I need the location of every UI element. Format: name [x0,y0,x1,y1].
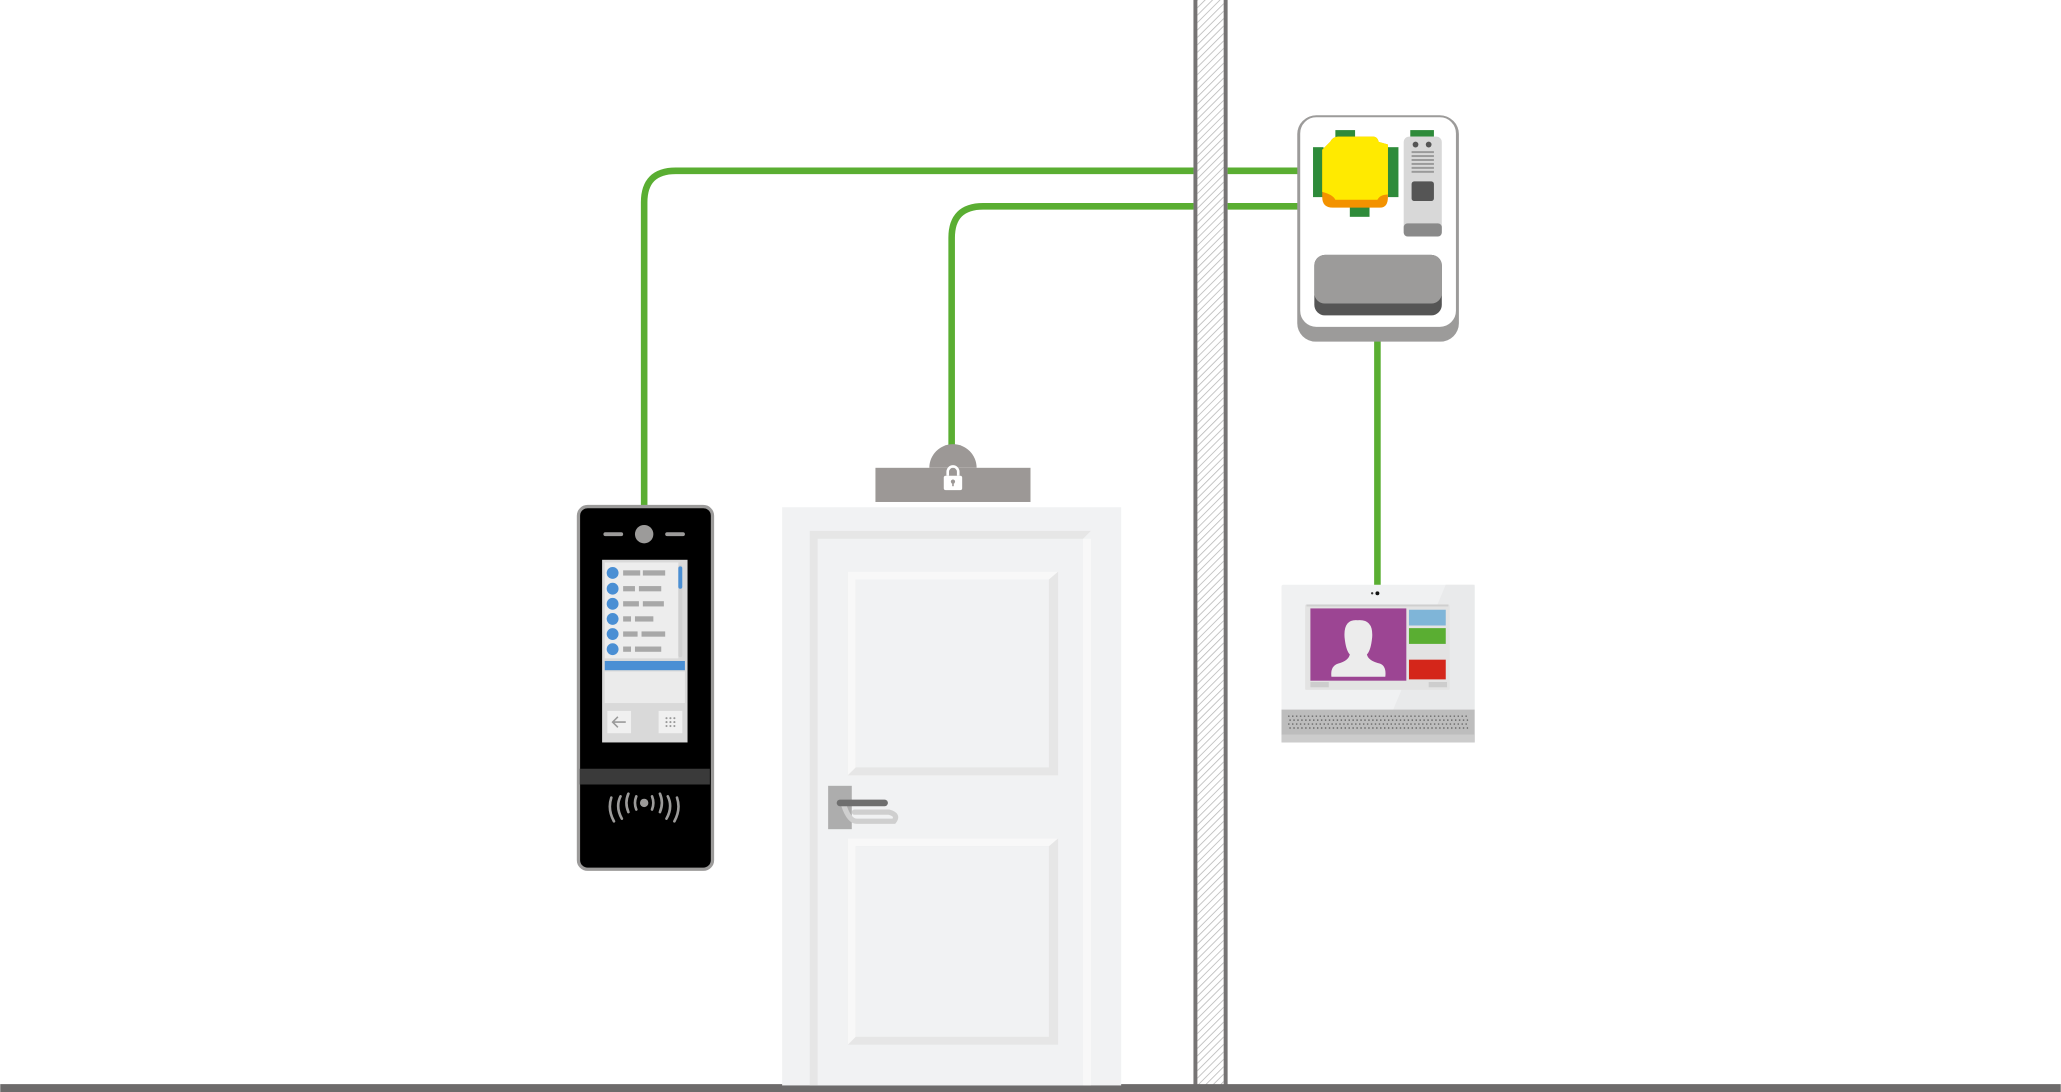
indoor-monitor [1281,584,1475,743]
on-screen-keyboard[interactable] [604,671,685,704]
reader-module [1403,130,1442,237]
camera-icon [1375,591,1380,596]
door-intercom [576,504,715,871]
list-item[interactable] [606,643,662,656]
door-panel-top [847,571,1059,776]
back-arrow-icon [611,716,626,728]
camera-icon [634,524,654,544]
list-item[interactable] [606,567,666,579]
cable-intercom [640,167,1299,508]
door [782,507,1122,1086]
contact-list [606,567,666,656]
controller-module [1313,130,1399,217]
controller-unit [1297,115,1459,342]
electric-lock [875,444,1031,502]
door-panel-bottom [847,838,1059,1045]
intercom-screen [602,559,688,743]
door-handle [828,785,899,830]
keyboard-highlight-row [604,660,685,671]
keypad-icon [665,717,676,728]
person-icon [1331,620,1386,677]
cable-lock [948,203,1299,455]
list-item[interactable] [606,613,654,625]
padlock-icon [943,465,963,491]
wall [1193,0,1228,1086]
cables [640,167,1381,587]
monitor-button-red[interactable] [1408,659,1446,680]
list-item[interactable] [606,628,666,640]
list-item[interactable] [606,582,662,595]
rfid-icon [608,792,680,823]
floor-line [0,1084,2061,1092]
monitor-button-blue[interactable] [1408,609,1446,626]
list-item[interactable] [606,597,664,610]
monitor-button-green[interactable] [1408,628,1446,644]
power-supply [1314,254,1442,316]
